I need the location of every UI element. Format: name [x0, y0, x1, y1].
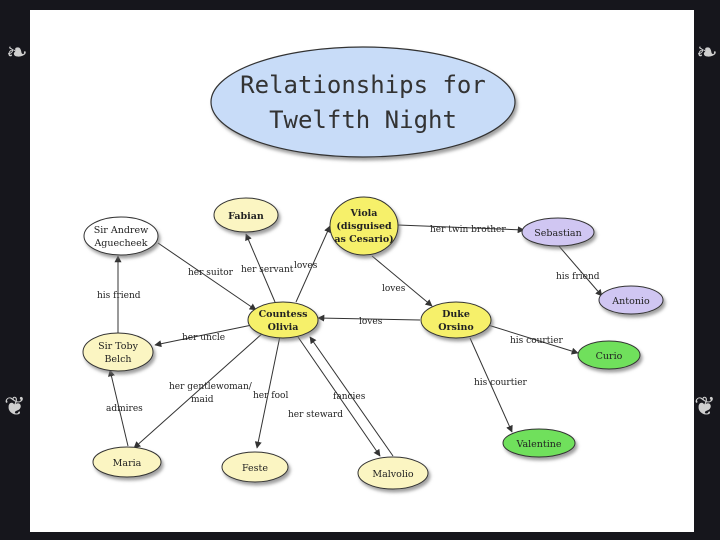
- node-andrew-line-1: Sir Andrew: [94, 225, 148, 236]
- node-olivia-line-1: Countess: [259, 309, 308, 320]
- label-loves-orsino-viola: loves: [382, 284, 406, 294]
- node-feste-label: Feste: [242, 463, 268, 474]
- label-admires: admires: [106, 404, 143, 414]
- node-malvolio-label: Malvolio: [372, 469, 414, 480]
- relationship-diagram: Relationships for Twelfth Night: [82, 46, 664, 490]
- node-toby[interactable]: Sir Toby Belch: [82, 332, 154, 372]
- node-valentine-label: Valentine: [515, 439, 561, 450]
- node-toby-line-2: Belch: [104, 354, 131, 365]
- edges: [108, 224, 603, 457]
- node-toby-line-1: Sir Toby: [98, 341, 139, 352]
- title-line-1: Relationships for: [240, 71, 486, 99]
- node-feste[interactable]: Feste: [221, 451, 289, 483]
- edge-maria-toby: [108, 369, 129, 447]
- node-orsino[interactable]: Duke Orsino: [420, 301, 492, 339]
- edge-olivia-fabian: [245, 233, 276, 303]
- edge-malvolio-olivia: [309, 336, 394, 457]
- frame-ornament-top-right: ❧: [696, 38, 718, 68]
- node-viola-line-2: (disguised: [336, 221, 392, 232]
- node-curio[interactable]: Curio: [577, 340, 641, 370]
- node-viola-line-1: Viola: [350, 208, 378, 219]
- label-her-fool: her fool: [253, 391, 288, 401]
- node-orsino-line-2: Orsino: [438, 322, 473, 333]
- label-her-twin-brother: her twin brother: [430, 225, 506, 235]
- label-his-friend-sebastian: his friend: [556, 272, 600, 282]
- label-his-courtier-curio: his courtier: [510, 336, 564, 346]
- label-fancies: fancies: [333, 392, 366, 402]
- edge-orsino-valentine: [469, 337, 513, 433]
- node-viola[interactable]: Viola (disguised as Cesario): [329, 196, 399, 256]
- label-loves-viola: loves: [294, 261, 318, 271]
- edge-olivia-viola: [295, 225, 331, 303]
- slide: Relationships for Twelfth Night: [30, 10, 694, 532]
- node-andrew-line-2: Aguecheek: [93, 238, 147, 249]
- edge-andrew-olivia: [157, 242, 257, 311]
- edge-labels: her twin brother her suitor her servant …: [97, 225, 600, 420]
- frame-ornament-bottom-left: ❦: [4, 392, 26, 422]
- label-her-servant: her servant: [241, 265, 294, 275]
- node-valentine[interactable]: Valentine: [502, 428, 576, 458]
- node-viola-line-3: as Cesario): [334, 234, 393, 245]
- node-antonio-label: Antonio: [611, 296, 650, 307]
- label-loves-olivia-orsino: loves: [359, 317, 383, 327]
- frame-ornament-bottom-right: ❦: [694, 392, 716, 422]
- label-his-courtier-valentine: his courtier: [474, 378, 528, 388]
- label-her-uncle: her uncle: [182, 333, 225, 343]
- node-maria-label: Maria: [113, 458, 142, 469]
- node-fabian-label: Fabian: [228, 211, 264, 222]
- edge-orsino-curio: [487, 324, 579, 355]
- node-olivia-line-2: Olivia: [268, 322, 299, 333]
- edge-olivia-malvolio: [297, 336, 381, 457]
- edge-olivia-maria: [133, 331, 265, 449]
- edge-viola-sebastian: [397, 224, 525, 234]
- label-her-suitor: her suitor: [188, 268, 234, 278]
- node-andrew[interactable]: Sir Andrew Aguecheek: [83, 216, 159, 256]
- node-maria[interactable]: Maria: [92, 446, 162, 478]
- label-her-steward: her steward: [288, 410, 343, 420]
- title-ellipse: Relationships for Twelfth Night: [210, 46, 516, 158]
- node-orsino-line-1: Duke: [442, 309, 470, 320]
- node-curio-label: Curio: [596, 351, 623, 362]
- edge-sebastian-antonio: [557, 244, 603, 297]
- edge-orsino-olivia: [317, 314, 421, 322]
- node-antonio[interactable]: Antonio: [598, 285, 664, 315]
- edge-viola-orsino: [371, 255, 433, 307]
- node-sebastian[interactable]: Sebastian: [521, 217, 595, 247]
- edge-olivia-feste: [254, 335, 281, 449]
- label-her-gentlewoman-2: maid: [191, 395, 214, 405]
- label-his-friend-toby: his friend: [97, 291, 141, 301]
- node-fabian[interactable]: Fabian: [213, 197, 279, 233]
- frame-ornament-top-left: ❧: [6, 38, 28, 68]
- node-sebastian-label: Sebastian: [534, 228, 581, 239]
- node-malvolio[interactable]: Malvolio: [357, 456, 429, 490]
- label-her-gentlewoman-1: her gentlewoman/: [169, 382, 253, 392]
- node-olivia[interactable]: Countess Olivia: [247, 301, 319, 339]
- edge-olivia-toby: [154, 324, 253, 348]
- title-line-2: Twelfth Night: [269, 106, 457, 134]
